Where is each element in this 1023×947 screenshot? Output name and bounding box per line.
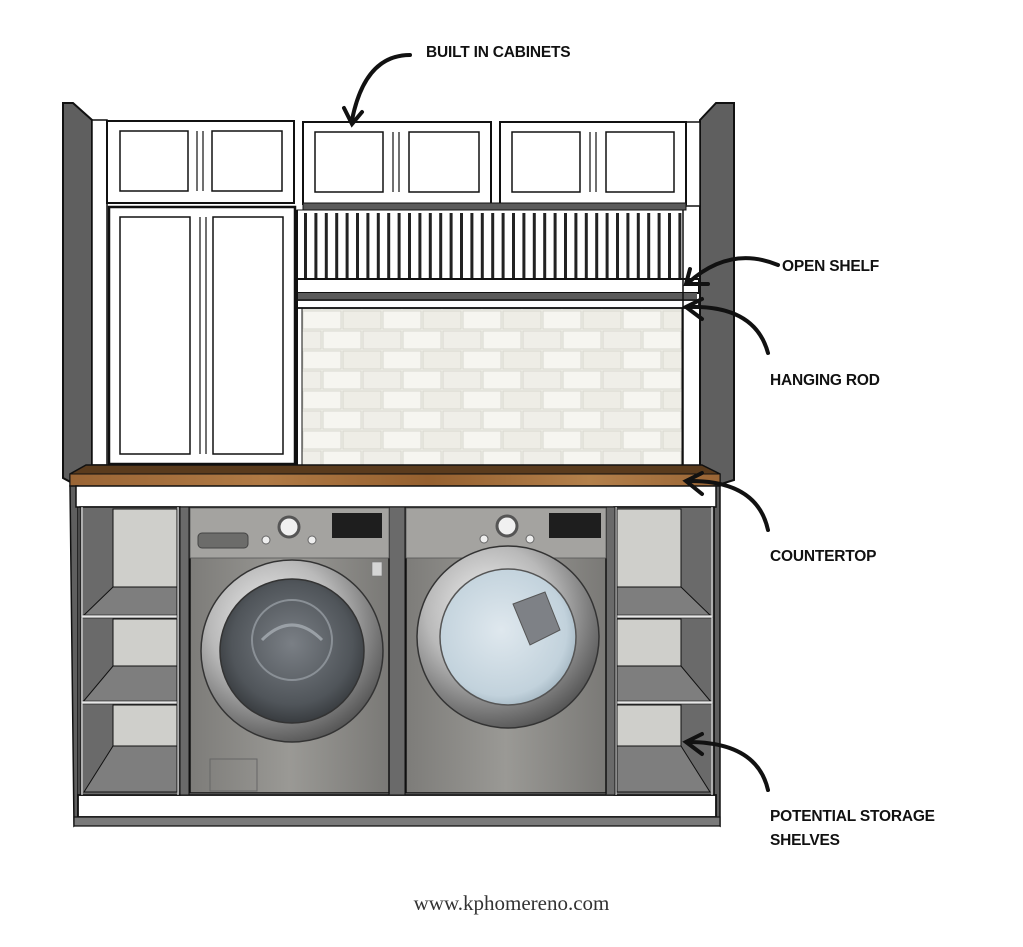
curved-arrow-icon xyxy=(342,53,412,128)
detergent-drawer[interactable] xyxy=(197,532,249,549)
beadboard-slat xyxy=(543,213,547,279)
dryer-door[interactable] xyxy=(439,568,577,706)
curved-arrow-icon xyxy=(683,256,780,286)
subway-tile-backsplash xyxy=(301,307,683,466)
curved-arrow-icon xyxy=(682,732,770,792)
label-hanging-rod: HANGING ROD xyxy=(770,372,880,389)
dryer-display xyxy=(549,513,601,538)
beadboard-slat xyxy=(522,213,526,279)
washer[interactable] xyxy=(189,507,390,794)
beadboard-slat xyxy=(574,213,578,279)
beadboard-slat xyxy=(626,213,630,279)
beadboard-slat xyxy=(657,213,661,279)
beadboard-slat xyxy=(553,213,557,279)
beadboard-slat xyxy=(304,213,307,279)
beadboard-slat xyxy=(470,213,474,279)
label-countertop: COUNTERTOP xyxy=(770,548,877,565)
beadboard-slat xyxy=(501,213,505,279)
beadboard-slat xyxy=(460,213,463,279)
curved-arrow-icon xyxy=(682,297,770,355)
beadboard-slat xyxy=(439,213,443,279)
beadboard-slat xyxy=(512,213,515,279)
washer-display xyxy=(332,513,382,538)
beadboard-slat xyxy=(605,213,609,279)
base-cabinet-frame xyxy=(69,485,721,828)
beadboard-slat xyxy=(314,213,318,279)
beadboard-slat xyxy=(408,213,411,279)
right-filler xyxy=(685,121,701,207)
label-open-shelf: OPEN SHELF xyxy=(782,258,880,275)
beadboard-slat xyxy=(636,213,640,279)
upper-cabinet-right[interactable] xyxy=(499,121,687,205)
website-footer[interactable]: www.kphomereno.com xyxy=(413,891,610,915)
right-wall xyxy=(699,102,735,486)
beadboard-slat xyxy=(418,213,422,279)
beadboard-slat xyxy=(356,213,359,279)
beadboard-slat xyxy=(345,213,349,279)
beadboard-slat xyxy=(668,213,671,279)
beadboard-slat xyxy=(584,213,588,279)
label-built-in-cabinets: BUILT IN CABINETS xyxy=(426,44,571,61)
beadboard-slat xyxy=(647,213,651,279)
beadboard-slat xyxy=(428,213,432,279)
label-storage-shelves-line1: POTENTIAL STORAGE xyxy=(770,808,935,825)
beadboard-slat xyxy=(491,213,495,279)
left-wall xyxy=(62,102,93,486)
washer-dial[interactable] xyxy=(277,515,301,539)
beadboard-slat xyxy=(387,213,391,279)
beadboard-slat xyxy=(335,213,339,279)
dryer[interactable] xyxy=(405,507,607,794)
storage-shelves-right[interactable] xyxy=(613,506,715,796)
tall-cabinet[interactable] xyxy=(107,205,297,466)
open-shelf[interactable] xyxy=(296,278,700,299)
dryer-dial[interactable] xyxy=(495,514,519,538)
beadboard-slat xyxy=(532,213,536,279)
beadboard-slat xyxy=(678,213,682,279)
storage-shelves-left[interactable] xyxy=(79,506,181,796)
beadboard-slat xyxy=(397,213,401,279)
upper-cabinet-left[interactable] xyxy=(106,120,295,204)
beadboard-slat xyxy=(366,213,370,279)
beadboard-slat xyxy=(480,213,484,279)
label-storage-shelves-line2: SHELVES xyxy=(770,832,840,849)
label-storage-shelves: POTENTIAL STORAGE SHELVES xyxy=(770,805,935,853)
beadboard-slat xyxy=(595,213,599,279)
curved-arrow-icon xyxy=(682,471,770,532)
beadboard-slat xyxy=(376,213,380,279)
upper-cabinet-center[interactable] xyxy=(302,121,492,205)
hanging-rod[interactable] xyxy=(296,299,700,309)
beadboard-panel xyxy=(296,209,684,281)
beadboard-slat xyxy=(564,213,567,279)
left-filler xyxy=(91,119,108,466)
countertop[interactable] xyxy=(69,464,721,487)
washer-door[interactable] xyxy=(219,578,365,724)
beadboard-slat xyxy=(324,213,328,279)
beadboard-slat xyxy=(616,213,619,279)
beadboard-slat xyxy=(449,213,453,279)
